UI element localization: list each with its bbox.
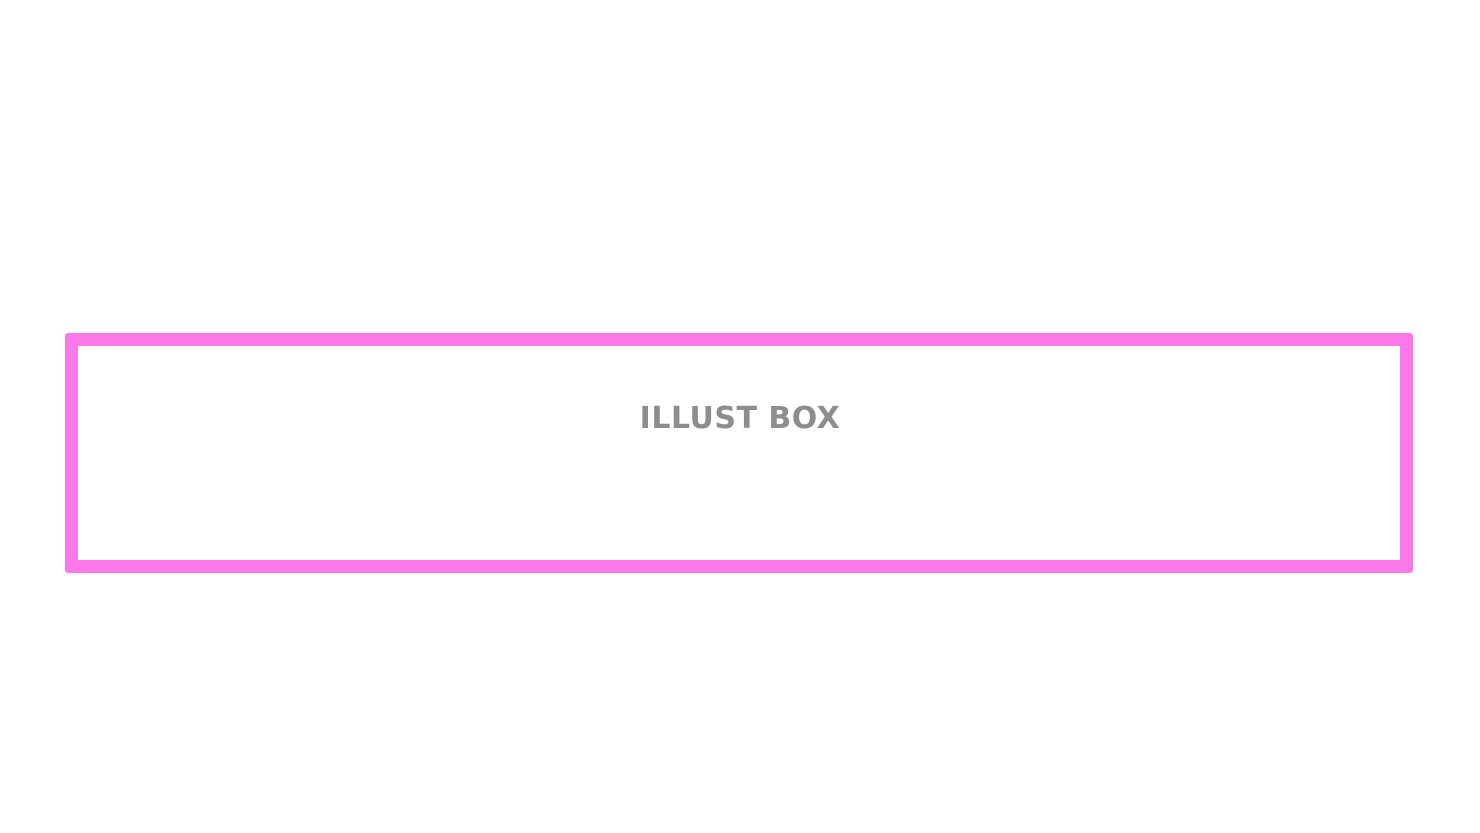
pink-rectangular-frame [65, 333, 1413, 573]
watermark-logo-text: ILLUST BOX [639, 401, 841, 436]
